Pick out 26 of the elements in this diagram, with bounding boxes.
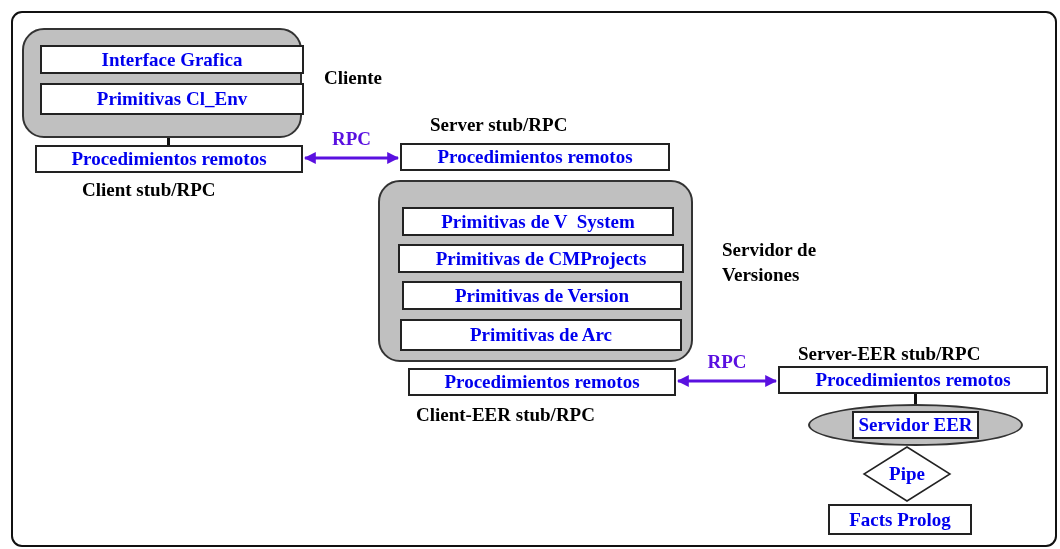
module-box [402,281,682,310]
diamond-label: Pipe [889,463,925,485]
module-label: Procedimientos remotos [437,146,633,168]
module-box [828,504,972,535]
module-box [40,45,304,74]
module-label: Facts Prolog [849,508,951,531]
module-label: Interface Grafica [101,48,243,71]
module-label: Procedimientos remotos [71,148,267,170]
module-label: Primitivas de Version [454,284,630,307]
server-label: Servidor EER [852,411,979,439]
stub-caption: Server-EER stub/RPC [798,343,981,365]
group-title: Cliente [324,66,383,90]
module-label: Primitivas Cl_Env [96,88,248,110]
stub-caption: Client-EER stub/RPC [416,404,595,426]
group-title: Servidor de Versiones [722,238,818,287]
stub-caption: Server stub/RPC [430,114,568,136]
module-label: Primitivas de V System [441,210,635,233]
module-box [40,83,304,115]
module-label: Procedimientos remotos [444,371,640,393]
module-box [402,207,674,236]
module-label: Primitivas de CMProjects [435,247,647,270]
stub-caption: Client stub/RPC [82,179,216,201]
module-box [400,319,682,351]
module-box [398,244,684,273]
module-label: Primitivas de Arc [469,324,613,346]
module-label: Procedimientos remotos [815,369,1011,391]
